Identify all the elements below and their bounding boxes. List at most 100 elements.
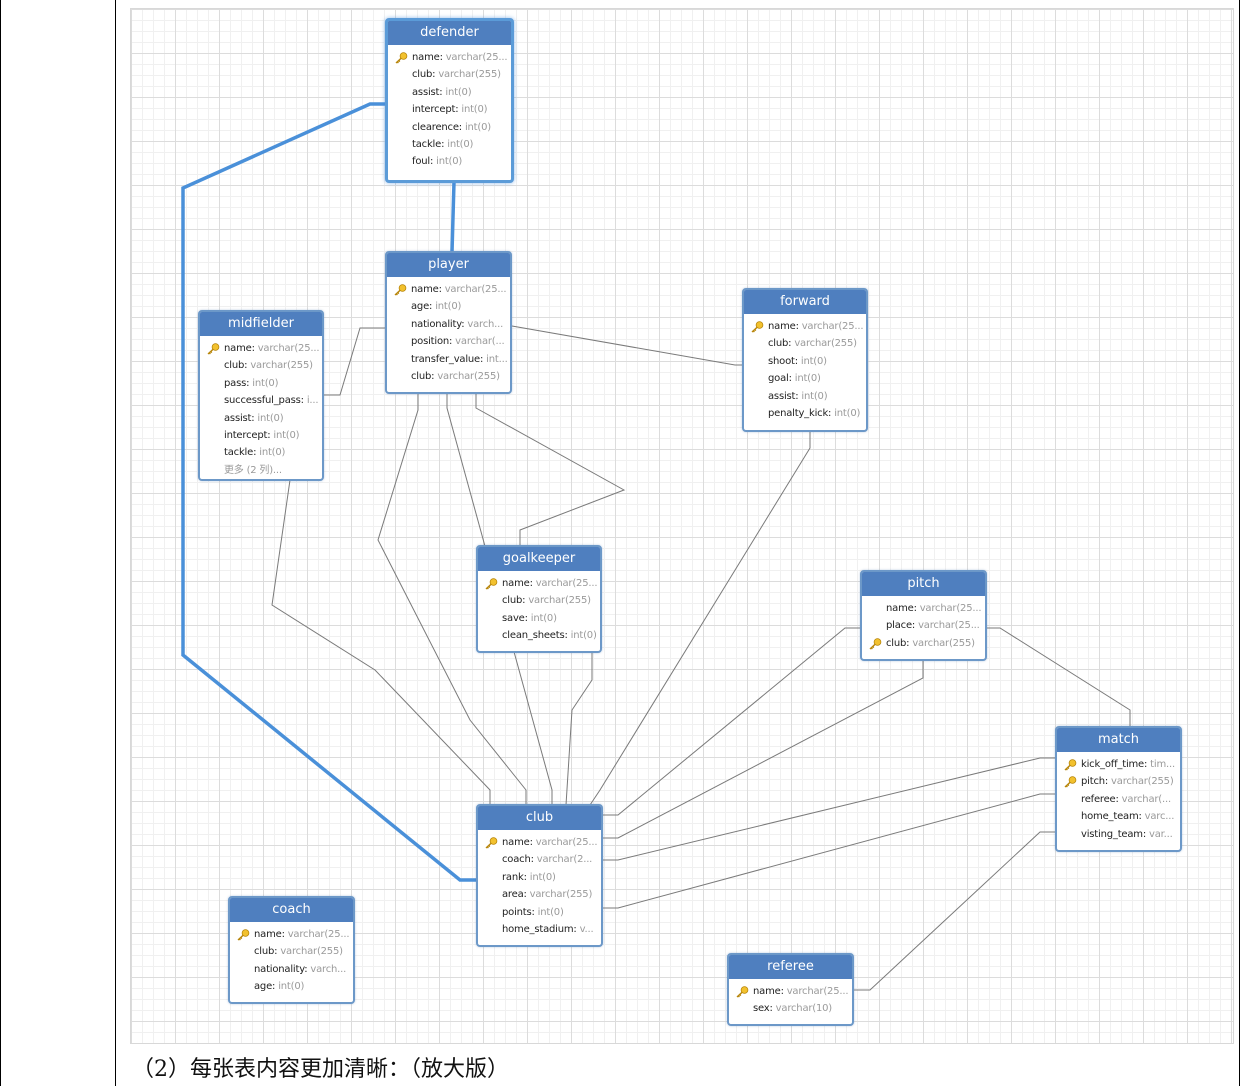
- field-row[interactable]: name: varchar(25...: [886, 603, 982, 614]
- field-name: name: [502, 837, 530, 848]
- field-row[interactable]: name: varchar(25...: [729, 983, 852, 1000]
- field-row[interactable]: referee: varchar(...: [1081, 793, 1171, 805]
- field-row[interactable]: club: varchar(255): [768, 338, 857, 350]
- field-row[interactable]: area: varchar(255): [502, 889, 593, 901]
- table-referee[interactable]: referee name: varchar(25...sex: varchar(…: [727, 953, 854, 1026]
- field-name: sex: [753, 1003, 770, 1015]
- table-forward-title: forward: [744, 290, 866, 314]
- field-row[interactable]: age: int(0): [254, 981, 305, 993]
- field-row[interactable]: name: varchar(25...: [478, 834, 601, 851]
- field-name: club: [768, 338, 789, 350]
- field-row[interactable]: 更多 (2 列)...: [200, 462, 322, 479]
- field-row[interactable]: nationality: varch...: [411, 318, 504, 330]
- field-name: shoot: [768, 355, 795, 367]
- table-forward[interactable]: forward name: varchar(25... club: varchar…: [742, 288, 868, 432]
- field-row[interactable]: home_team: varc...: [1081, 811, 1175, 823]
- field-name: club: [224, 360, 245, 372]
- field-row[interactable]: transfer_value: int...: [411, 353, 508, 365]
- field-row[interactable]: clearence: int(0): [412, 121, 491, 133]
- field-name: 更多 (2 列)...: [224, 464, 282, 476]
- field-row[interactable]: intercept: int(0): [412, 104, 488, 116]
- table-match[interactable]: match kick_off_time: tim...pitch: varcha…: [1055, 726, 1182, 852]
- table-defender-fields: name: varchar(25... club: varchar(255) ass…: [388, 45, 511, 171]
- table-defender-title: defender: [388, 21, 511, 45]
- field-row[interactable]: visting_team: var...: [1081, 828, 1173, 840]
- field-row[interactable]: rank: int(0): [502, 871, 556, 883]
- field-type: varchar(25...: [257, 343, 320, 354]
- field-row[interactable]: name: varchar(25...: [744, 318, 866, 335]
- field-name: save: [502, 612, 525, 624]
- field-type: int(0): [436, 156, 463, 168]
- field-name: name: [886, 603, 914, 614]
- field-row[interactable]: pass: int(0): [224, 377, 279, 389]
- field-row[interactable]: club: varchar(255): [254, 946, 343, 958]
- field-row[interactable]: nationality: varch...: [254, 963, 347, 975]
- field-type: var...: [1149, 828, 1173, 840]
- field-row[interactable]: name: varchar(25...: [478, 575, 600, 592]
- field-row[interactable]: kick_off_time: tim...: [1057, 756, 1180, 773]
- field-row[interactable]: age: int(0): [411, 301, 462, 313]
- field-row[interactable]: shoot: int(0): [768, 355, 827, 367]
- table-club-title: club: [478, 806, 601, 830]
- field-row[interactable]: foul: int(0): [412, 156, 463, 168]
- field-row[interactable]: home_stadium: v...: [502, 923, 594, 935]
- field-type: varchar(255): [528, 595, 591, 607]
- field-row[interactable]: club: varchar(255): [224, 360, 313, 372]
- field-row[interactable]: assist: int(0): [224, 412, 284, 424]
- field-row[interactable]: place: varchar(25...: [886, 620, 980, 632]
- field-name: place: [886, 620, 912, 632]
- field-row[interactable]: coach: varchar(2...: [502, 854, 593, 866]
- field-name: club: [412, 69, 433, 81]
- field-type: varchar(255): [250, 360, 313, 372]
- key-icon: [206, 343, 220, 355]
- table-midfielder[interactable]: midfielder name: varchar(25...club: varc…: [198, 310, 324, 481]
- table-defender[interactable]: defender name: varchar(25... club: varcha…: [385, 18, 514, 183]
- field-row[interactable]: sex: varchar(10): [753, 1003, 833, 1015]
- field-row[interactable]: save: int(0): [502, 612, 557, 624]
- field-type: int...: [486, 353, 508, 365]
- table-match-fields: kick_off_time: tim...pitch: varchar(255)…: [1057, 752, 1180, 843]
- field-row[interactable]: club: varchar(255): [412, 69, 501, 81]
- table-pitch[interactable]: pitch name: varchar(25...place: varchar(…: [860, 570, 987, 661]
- field-name: position: [411, 336, 450, 348]
- field-row[interactable]: name: varchar(25...: [200, 340, 322, 357]
- field-row[interactable]: club: varchar(255): [862, 635, 985, 652]
- field-type: v...: [579, 923, 594, 935]
- field-row[interactable]: name: varchar(25...: [388, 49, 511, 66]
- key-icon: [484, 837, 498, 849]
- field-row[interactable]: intercept: int(0): [224, 429, 300, 441]
- field-row[interactable]: successful_pass: i...: [224, 395, 319, 407]
- field-name: assist: [768, 390, 796, 402]
- field-name: transfer_value: [411, 353, 481, 365]
- table-club[interactable]: club name: varchar(25... coach: varchar(2…: [476, 804, 603, 947]
- field-row[interactable]: penalty_kick: int(0): [768, 407, 861, 419]
- field-name: nationality: [254, 963, 305, 975]
- field-name: home_team: [1081, 811, 1139, 823]
- field-row[interactable]: name: varchar(25...: [387, 281, 510, 298]
- key-icon: [750, 321, 764, 333]
- key-icon: [735, 986, 749, 998]
- field-name: clearence: [412, 121, 459, 133]
- table-player[interactable]: player name: varchar(25...age: int(0)nat…: [385, 251, 512, 394]
- field-name: visting_team: [1081, 828, 1143, 840]
- table-coach[interactable]: coach name: varchar(25...club: varchar(2…: [228, 896, 355, 1004]
- field-row[interactable]: name: varchar(25...: [230, 926, 353, 943]
- field-row[interactable]: pitch: varchar(255): [1057, 773, 1180, 790]
- field-row[interactable]: goal: int(0): [768, 373, 821, 385]
- diagram-canvas[interactable]: [130, 8, 1234, 1044]
- field-row[interactable]: clean_sheets: int(0): [502, 630, 597, 642]
- field-row[interactable]: points: int(0): [502, 906, 564, 918]
- field-name: area: [502, 889, 524, 901]
- field-row[interactable]: tackle: int(0): [224, 447, 286, 459]
- field-row[interactable]: club: varchar(255): [502, 595, 591, 607]
- field-row[interactable]: tackle: int(0): [412, 138, 474, 150]
- field-name: goal: [768, 373, 789, 385]
- field-row[interactable]: club: varchar(255): [411, 370, 500, 382]
- key-icon: [1063, 759, 1077, 771]
- field-row[interactable]: position: varchar(...: [411, 336, 505, 348]
- field-name: assist: [412, 86, 440, 98]
- field-name: club: [254, 946, 275, 958]
- field-row[interactable]: assist: int(0): [768, 390, 828, 402]
- table-goalkeeper[interactable]: goalkeeper name: varchar(25...club: varc…: [476, 545, 602, 653]
- field-row[interactable]: assist: int(0): [412, 86, 472, 98]
